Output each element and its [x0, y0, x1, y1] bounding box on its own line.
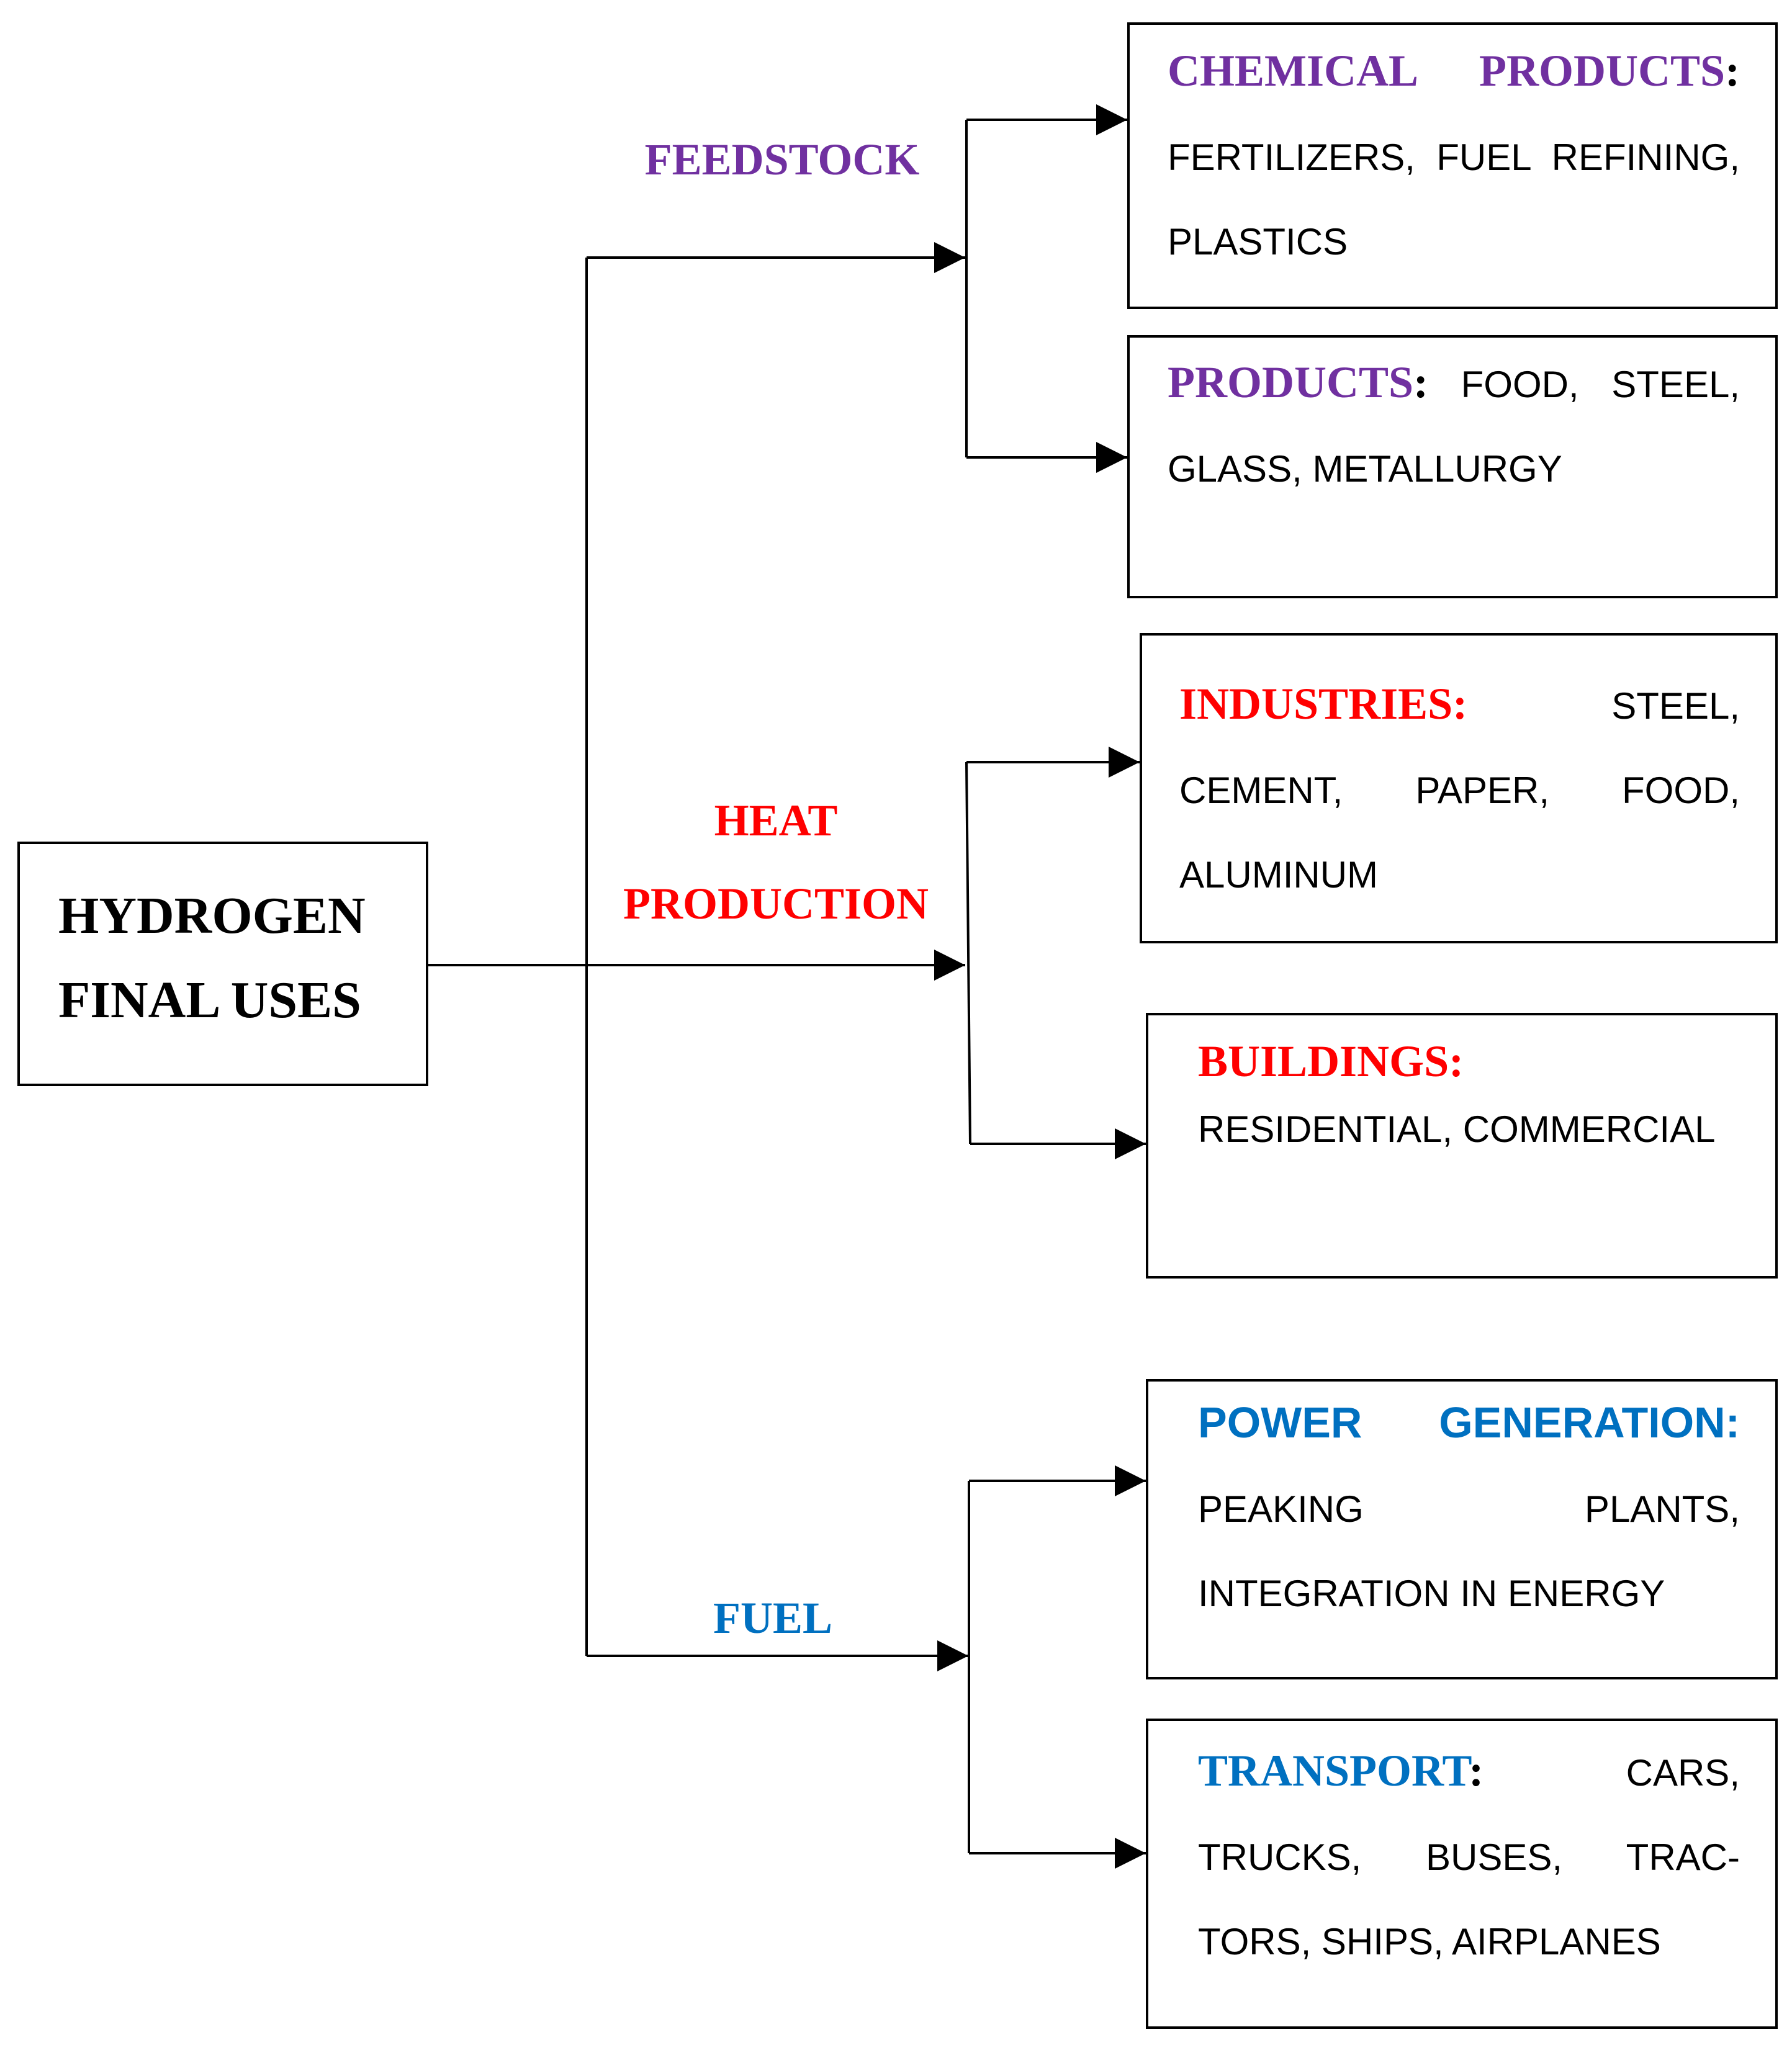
transport-colon: : [1469, 1746, 1484, 1796]
root-box: HYDROGEN FINAL USES [17, 842, 428, 1086]
power-generation-text: PEAKING PLANTS, INTEGRATION IN ENERGY [1198, 1488, 1740, 1614]
buildings-box: BUILDINGS: RESIDENTIAL, COMMERCIAL [1146, 1013, 1778, 1279]
power-generation-title: POWER GENERATION: [1198, 1398, 1740, 1447]
arrowhead-power [1115, 1465, 1146, 1496]
power-generation-text-block: POWER GENERATION: PEAKING PLANTS, INTEGR… [1198, 1380, 1740, 1636]
chemical-products-text-block: CHEMICAL PRODUCTS: FERTILIZERS, FUEL REF… [1168, 29, 1740, 284]
chemical-products-box: CHEMICAL PRODUCTS: FERTILIZERS, FUEL REF… [1127, 22, 1778, 309]
arrowhead-buildings [1115, 1128, 1146, 1159]
arrowhead-fuel [937, 1640, 968, 1671]
root-label: HYDROGEN FINAL USES [58, 874, 413, 1043]
industries-text-block: INDUSTRIES: STEEL, CEMENT, PAPER, FOOD, … [1179, 662, 1740, 917]
root-label-line2: FINAL USES [58, 971, 361, 1029]
chemical-products-text: FERTILIZERS, FUEL REFINING, PLASTICS [1168, 137, 1740, 263]
transport-title: TRANSPORT [1198, 1746, 1469, 1796]
buildings-title: BUILDINGS: [1198, 1036, 1464, 1086]
heat-subtrunk [965, 762, 971, 1144]
feedstock-label: FEEDSTOCK [644, 135, 920, 184]
arrowhead-transport [1115, 1838, 1146, 1869]
buildings-text: RESIDENTIAL, COMMERCIAL [1198, 1108, 1716, 1150]
heat-label-line1: HEAT [714, 796, 838, 845]
products-colon: : [1413, 357, 1429, 407]
transport-text-block: TRANSPORT: CARS, TRUCKS, BUSES, TRAC-TOR… [1198, 1728, 1740, 1984]
fuel-label: FUEL [713, 1593, 833, 1643]
products-box: PRODUCTS: FOOD, STEEL, GLASS, METALLURGY [1127, 335, 1778, 598]
arrowhead-products [1096, 442, 1127, 473]
arrowhead-chemical [1096, 104, 1127, 135]
arrowhead-industries [1109, 747, 1140, 778]
buildings-text-block: BUILDINGS: RESIDENTIAL, COMMERCIAL [1198, 1018, 1750, 1154]
products-text: FOOD, STEEL, GLASS, METALLURGY [1168, 364, 1740, 490]
power-generation-box: POWER GENERATION: PEAKING PLANTS, INTEGR… [1146, 1379, 1778, 1679]
chemical-products-title: CHEMICAL PRODUCTS [1168, 46, 1726, 96]
heat-label-line2: PRODUCTION [623, 879, 929, 928]
products-title: PRODUCTS [1168, 357, 1414, 407]
chemical-products-colon: : [1725, 46, 1740, 96]
arrowhead-heat [934, 950, 965, 981]
products-text-block: PRODUCTS: FOOD, STEEL, GLASS, METALLURGY [1168, 340, 1740, 511]
arrowhead-feedstock [934, 242, 965, 273]
branch-label-feedstock: FEEDSTOCK [596, 118, 968, 201]
root-label-line1: HYDROGEN [58, 887, 366, 945]
industries-title: INDUSTRIES: [1179, 679, 1468, 729]
branch-label-fuel: FUEL [587, 1576, 959, 1660]
transport-text: CARS, TRUCKS, BUSES, TRAC-TORS, SHIPS, A… [1198, 1752, 1740, 1962]
transport-box: TRANSPORT: CARS, TRUCKS, BUSES, TRAC-TOR… [1146, 1719, 1778, 2029]
industries-box: INDUSTRIES: STEEL, CEMENT, PAPER, FOOD, … [1140, 633, 1778, 943]
industries-text: STEEL, CEMENT, PAPER, FOOD, ALUMINUM [1179, 685, 1740, 896]
branch-label-heat: HEAT PRODUCTION [590, 779, 962, 945]
